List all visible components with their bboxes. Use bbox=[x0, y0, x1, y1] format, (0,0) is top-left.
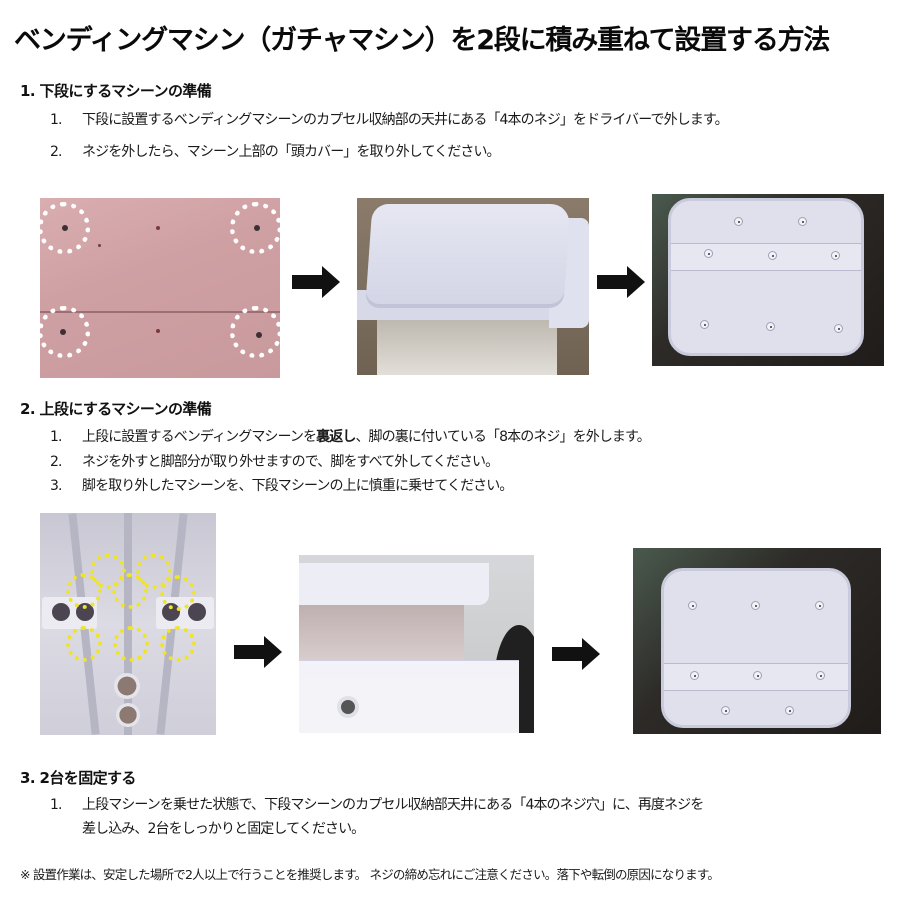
yellow-dotted-circle-marker bbox=[160, 626, 196, 662]
hole bbox=[156, 329, 160, 333]
dotted-circle-marker bbox=[230, 306, 280, 358]
step-text: 上段に設置するベンディングマシーンを bbox=[82, 429, 317, 445]
screw-boss bbox=[751, 601, 760, 610]
dotted-circle-marker bbox=[40, 202, 90, 254]
screw-boss bbox=[831, 251, 840, 260]
screw bbox=[254, 225, 260, 231]
step-text: 、脚の裏に付いている「8本のネジ」を外します。 bbox=[355, 429, 650, 445]
photo-machine-base-without-legs bbox=[633, 548, 881, 734]
screw-boss bbox=[816, 671, 825, 680]
screw-boss bbox=[798, 217, 807, 226]
upper-machine-underside bbox=[299, 605, 464, 660]
lower-machine-tray bbox=[299, 660, 519, 679]
section-1-heading: 1. 下段にするマシーンの準備 bbox=[20, 82, 212, 100]
lower-machine-body bbox=[299, 678, 519, 733]
rib bbox=[124, 513, 132, 735]
step-text-continued: 差し込み、2台をしっかりと固定してください。 bbox=[82, 821, 365, 837]
step-number: 3. bbox=[50, 478, 62, 494]
section-2-step-1: 1. 上段に設置するベンディングマシーンを裏返し、脚の裏に付いている「8本のネジ」… bbox=[50, 425, 651, 449]
tube bbox=[116, 703, 140, 727]
screw-boss bbox=[704, 249, 713, 258]
mount-hole bbox=[188, 603, 206, 621]
screw-hole bbox=[337, 696, 359, 718]
step-number: 1. bbox=[50, 797, 62, 813]
yellow-dotted-circle-marker bbox=[113, 626, 149, 662]
step-text: 下段に設置するベンディングマシーンのカプセル収納部の天井にある「4本のネジ」をド… bbox=[82, 112, 729, 128]
capsule-compartment bbox=[377, 320, 557, 375]
step-number: 2. bbox=[50, 454, 62, 470]
screw-boss bbox=[700, 320, 709, 329]
section-3-step-1: 1. 上段マシーンを乗せた状態で、下段マシーンのカプセル収納部天井にある「4本のネ… bbox=[50, 793, 880, 841]
tube bbox=[114, 673, 140, 699]
section-2-heading: 2. 上段にするマシーンの準備 bbox=[20, 400, 212, 418]
screw-boss bbox=[734, 217, 743, 226]
panel-seam bbox=[40, 311, 280, 313]
cover-plate bbox=[668, 198, 864, 356]
screw-boss bbox=[785, 706, 794, 715]
screw-boss bbox=[834, 324, 843, 333]
section-2-step-2: 2. ネジを外すと脚部分が取り外せますので、脚をすべて外してください。 bbox=[50, 450, 499, 474]
yellow-dotted-circle-marker bbox=[90, 553, 126, 589]
step-text-bold: 裏返し bbox=[316, 429, 356, 445]
dotted-circle-marker bbox=[230, 202, 280, 254]
right-arrow-icon bbox=[552, 638, 600, 670]
safety-note: ※ 設置作業は、安定した場所で2人以上で行うことを推奨します。 ネジの締め忘れに… bbox=[20, 867, 720, 882]
screw-boss bbox=[690, 671, 699, 680]
step-text: ネジを外すと脚部分が取り外せますので、脚をすべて外してください。 bbox=[82, 454, 499, 470]
step-number: 1. bbox=[50, 112, 62, 128]
hole bbox=[98, 244, 101, 247]
photo-stacking-machines bbox=[299, 555, 534, 733]
photo-head-cover-underside bbox=[652, 194, 884, 366]
yellow-dotted-circle-marker bbox=[66, 573, 102, 609]
photo-removing-head-cover bbox=[357, 198, 589, 375]
yellow-dotted-circle-marker bbox=[136, 553, 172, 589]
head-cover bbox=[365, 204, 571, 304]
step-text: ネジを外したら、マシーン上部の「頭カバー」を取り外してください。 bbox=[82, 144, 501, 160]
yellow-dotted-circle-marker bbox=[66, 626, 102, 662]
step-number: 1. bbox=[50, 429, 62, 445]
screw-boss bbox=[768, 251, 777, 260]
step-text: 上段マシーンを乗せた状態で、下段マシーンのカプセル収納部天井にある「4本のネジ穴… bbox=[82, 797, 704, 813]
mount-hole bbox=[52, 603, 70, 621]
screw-boss bbox=[688, 601, 697, 610]
yellow-dotted-circle-marker bbox=[160, 575, 196, 611]
screw-boss bbox=[766, 322, 775, 331]
screw bbox=[256, 332, 262, 338]
section-1-step-2: 2. ネジを外したら、マシーン上部の「頭カバー」を取り外してください。 bbox=[50, 140, 501, 164]
right-arrow-icon bbox=[597, 266, 645, 298]
upper-machine-base bbox=[299, 563, 489, 605]
right-arrow-icon bbox=[292, 266, 340, 298]
screw bbox=[60, 329, 66, 335]
photo-screw-locations bbox=[40, 198, 280, 378]
section-1-step-1: 1. 下段に設置するベンディングマシーンのカプセル収納部の天井にある「4本のネジ」… bbox=[50, 108, 729, 132]
dotted-circle-marker bbox=[40, 306, 90, 358]
right-arrow-icon bbox=[234, 636, 282, 668]
screw-boss bbox=[815, 601, 824, 610]
photo-leg-screw-locations bbox=[40, 513, 216, 735]
plate-band bbox=[671, 243, 861, 271]
step-text: 脚を取り外したマシーンを、下段マシーンの上に慎重に乗せてください。 bbox=[82, 478, 513, 494]
yellow-dotted-circle-marker bbox=[112, 573, 148, 609]
hole bbox=[156, 226, 160, 230]
step-number: 2. bbox=[50, 144, 62, 160]
screw bbox=[62, 225, 68, 231]
page-title: ベンディングマシン（ガチャマシン）を2段に積み重ねて設置する方法 bbox=[14, 25, 830, 56]
machine-base-plate bbox=[661, 568, 851, 728]
section-3-heading: 3. 2台を固定する bbox=[20, 769, 136, 787]
screw-boss bbox=[721, 706, 730, 715]
section-2-step-3: 3. 脚を取り外したマシーンを、下段マシーンの上に慎重に乗せてください。 bbox=[50, 474, 513, 498]
screw-boss bbox=[753, 671, 762, 680]
